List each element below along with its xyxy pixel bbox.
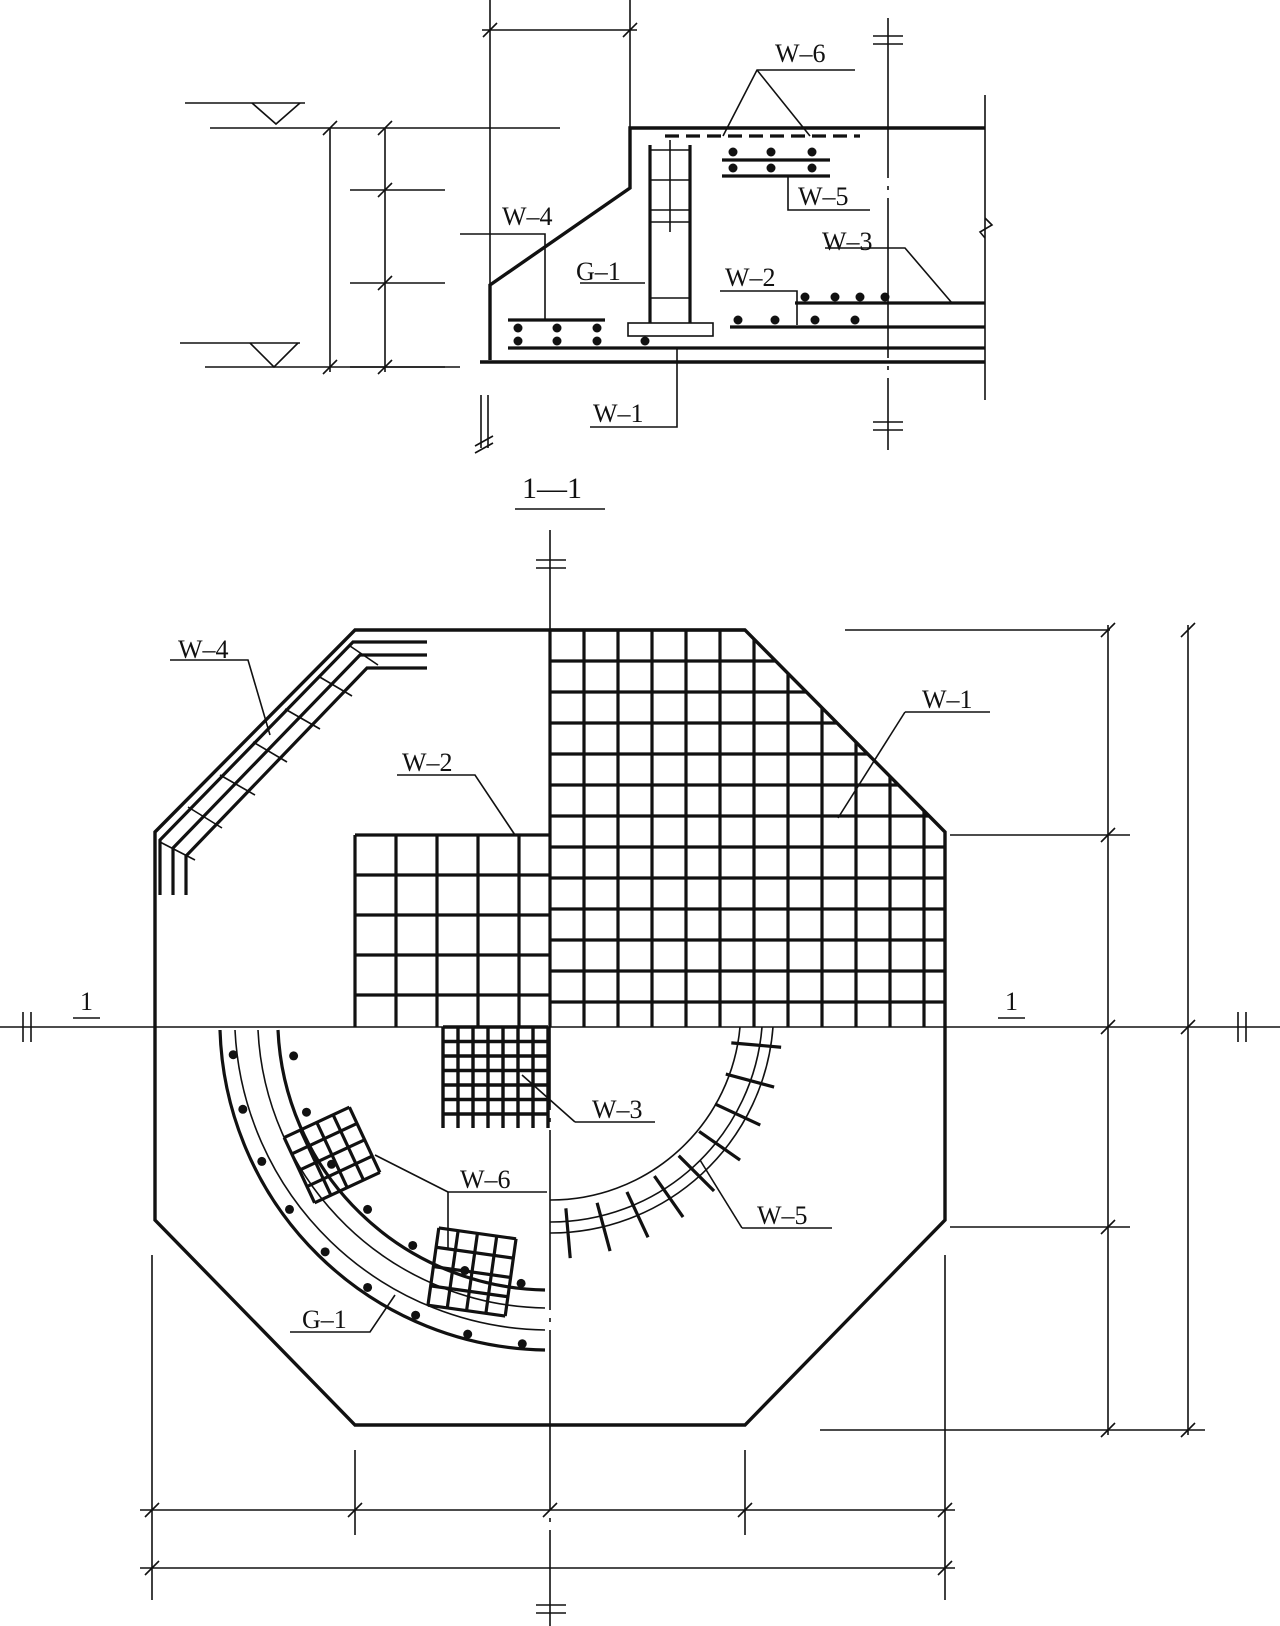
w6-mesh-bar — [313, 1170, 381, 1205]
section-label-w3: W–3 — [822, 227, 873, 256]
g1-bar-dot — [228, 1050, 238, 1060]
w3-grid — [441, 1025, 550, 1128]
g1-bar-dot — [463, 1329, 473, 1339]
w6-mesh-bar — [430, 1284, 509, 1299]
g1-bar-dot — [289, 1051, 299, 1061]
section-axis-right — [873, 18, 903, 450]
section-outline — [474, 95, 994, 454]
section-label-w1: W–1 — [593, 399, 644, 428]
plan-label-g1: G–1 — [302, 1305, 347, 1334]
g1-bar-dot — [516, 1278, 526, 1288]
plan-label-w6: W–6 — [460, 1165, 511, 1194]
w5-tie-bar — [564, 1208, 572, 1259]
plan-cut-label-right: 1 — [1005, 987, 1018, 1016]
w2-dots — [733, 315, 860, 325]
plan-dimension-right — [820, 622, 1205, 1438]
w6-mesh-lower — [426, 1226, 518, 1318]
section-label-w4: W–4 — [502, 202, 553, 231]
g1-bar-dot — [411, 1310, 421, 1320]
plan-dimension-bottom — [140, 1255, 955, 1600]
water-level-high — [185, 102, 560, 129]
plan-label-w1: W–1 — [922, 685, 973, 714]
plan-axes — [0, 530, 1280, 1626]
w6-mesh-bar — [438, 1226, 517, 1241]
w6-mesh-bar — [464, 1233, 480, 1311]
g1-bar-dot — [408, 1240, 418, 1250]
g1-ring — [218, 1029, 546, 1352]
w4-bent-bars — [158, 640, 427, 895]
w6-mesh-bar — [347, 1106, 382, 1174]
plan-leaders — [170, 659, 990, 1333]
w5-tie-bar — [677, 1154, 716, 1193]
w5-tie-bar — [698, 1130, 741, 1162]
w6-mesh-bar — [484, 1235, 499, 1314]
g1-bar-dot — [363, 1282, 373, 1292]
section-title: 1—1 — [522, 472, 582, 505]
w6-mesh-bar — [331, 1114, 365, 1181]
w6-mesh-upper — [282, 1105, 382, 1205]
w5-ring — [549, 1026, 782, 1259]
g1-bar-dot — [285, 1204, 295, 1214]
column-g1 — [627, 140, 714, 337]
plan-label-w5: W–5 — [757, 1201, 808, 1230]
w6-mesh-bar — [306, 1154, 373, 1188]
g1-bar-dot — [363, 1204, 373, 1214]
w5-tie-bar — [625, 1191, 650, 1238]
plan-label-w3: W–3 — [592, 1095, 643, 1124]
w6-mesh-bar — [427, 1303, 506, 1318]
g1-bar-dot — [301, 1107, 311, 1117]
octagon-outline — [153, 628, 947, 1427]
w3-dots — [800, 292, 890, 302]
w5-tie-bar — [653, 1175, 685, 1218]
g1-bar-dot — [517, 1339, 527, 1349]
w6-mesh-bar — [315, 1121, 349, 1189]
w5-tie-bar — [725, 1072, 775, 1089]
w5-bars — [722, 147, 830, 178]
section-label-g1: G–1 — [576, 257, 621, 286]
w6-mesh-bar — [503, 1238, 518, 1317]
g1-bar-dot — [320, 1247, 330, 1257]
section-dimension-top — [482, 0, 638, 285]
plan-label-w2: W–2 — [402, 748, 453, 777]
section-1-1: W–6 W–5 W–3 W–4 G–1 W–2 W–1 1—1 — [180, 0, 994, 510]
plan-label-w4: W–4 — [178, 635, 229, 664]
plan-view: 1 1 — [0, 530, 1280, 1626]
w5-tie-bar — [731, 1041, 782, 1049]
plan-cut-label-left: 1 — [80, 987, 93, 1016]
section-label-w6: W–6 — [775, 39, 826, 68]
w4-bars — [508, 318, 650, 346]
section-label-w5: W–5 — [798, 182, 849, 211]
section-leaders — [460, 69, 953, 428]
w5-tie-bar — [595, 1202, 612, 1252]
section-label-w2: W–2 — [725, 263, 776, 292]
g1-bar-dot — [257, 1156, 267, 1166]
water-level-low — [180, 342, 460, 369]
w5-tie-bar — [714, 1102, 761, 1127]
g1-bar-dot — [238, 1104, 248, 1114]
section-dimension-left — [322, 120, 445, 375]
w2-grid — [353, 833, 550, 1027]
w1-grid — [548, 628, 945, 1027]
